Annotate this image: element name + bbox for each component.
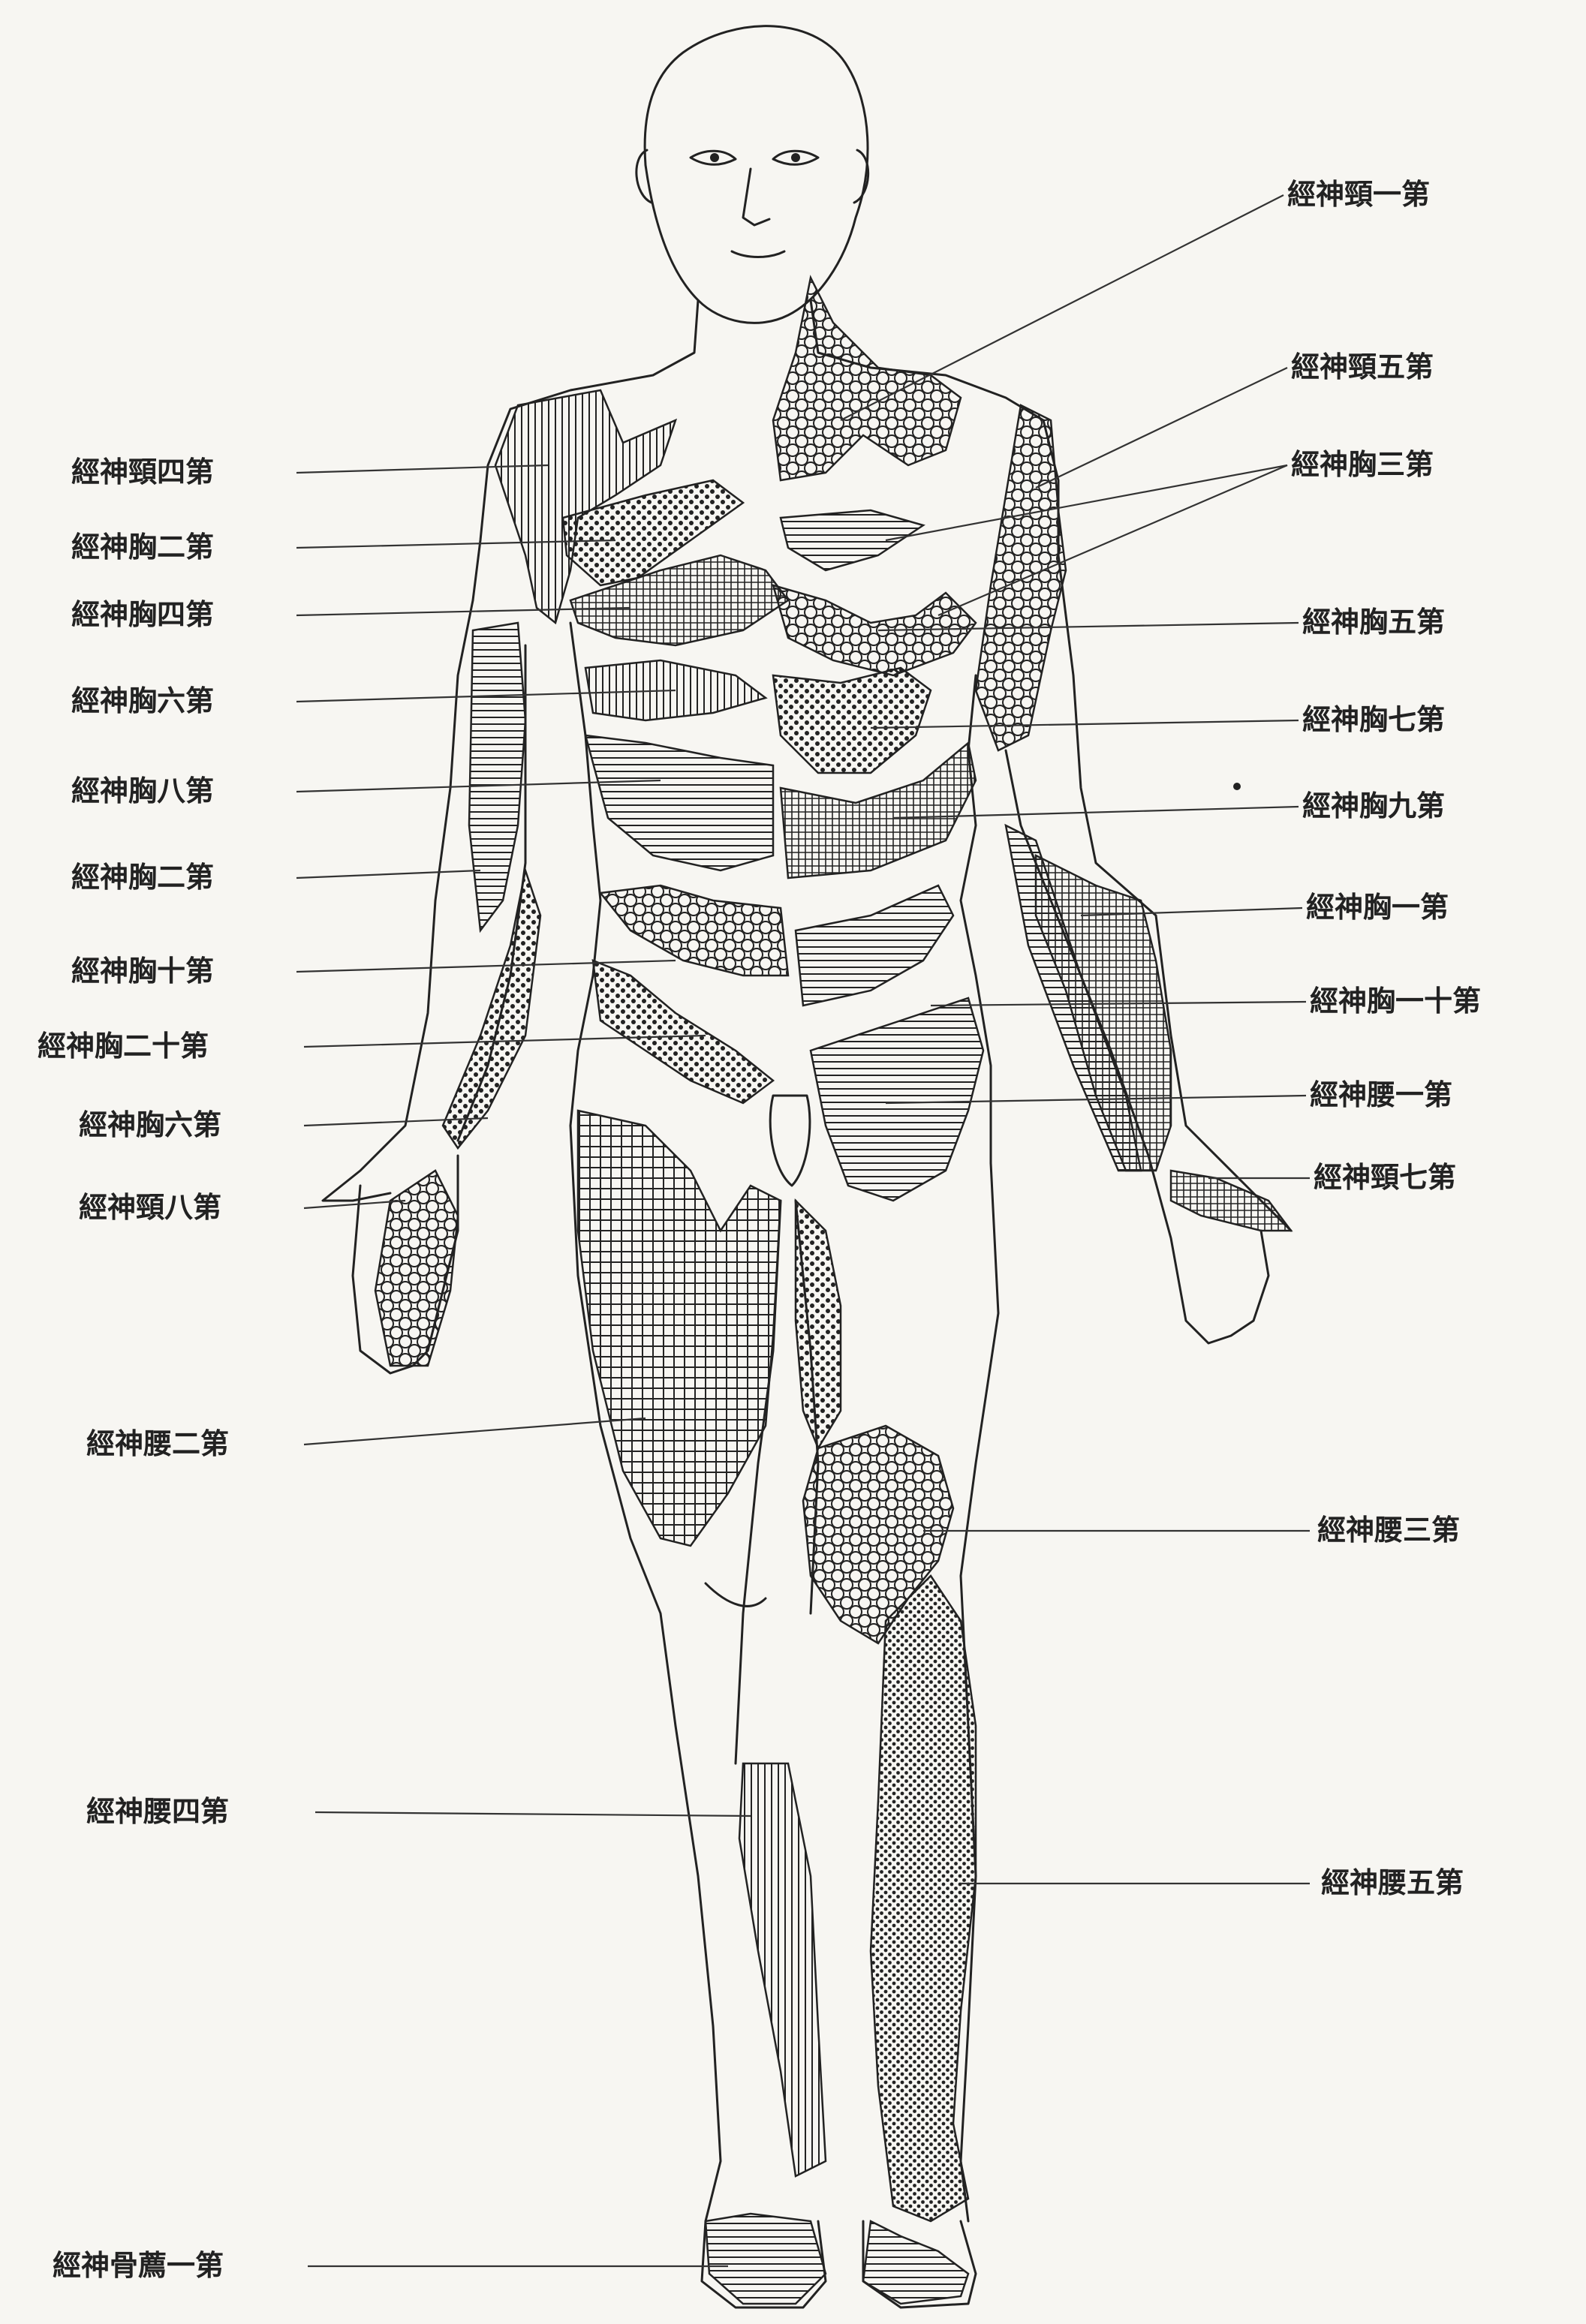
label-t1: 經神胸一第: [1306, 890, 1449, 924]
region-right-hand: [1171, 1171, 1291, 1231]
label-t6a: 經神胸六第: [71, 684, 214, 717]
label-t12: 經神胸二十第: [38, 1029, 209, 1063]
region-l3-strip: [796, 1201, 841, 1448]
right-pupil: [791, 153, 800, 162]
label-l4: 經神腰四第: [86, 1794, 229, 1828]
lead-l4: [315, 1812, 751, 1816]
label-t2b: 經神胸二第: [71, 860, 214, 894]
lead-c1: [841, 195, 1284, 420]
lead-t7: [871, 720, 1299, 728]
label-t9: 經神胸九第: [1302, 789, 1445, 822]
region-t3: [781, 510, 923, 570]
label-l1: 經神腰一第: [1310, 1078, 1452, 1111]
region-l5: [871, 1576, 976, 2221]
label-c1: 經神頸一第: [1287, 177, 1430, 211]
label-t6b: 經神胸六第: [79, 1108, 221, 1141]
region-t5: [773, 585, 976, 675]
head-outline: [645, 26, 868, 323]
mouth: [732, 251, 784, 257]
label-t5: 經神胸五第: [1302, 605, 1445, 639]
label-c8: 經神頸八第: [79, 1190, 221, 1224]
region-left-hand: [375, 1171, 458, 1366]
right-leg-outline: [961, 1163, 998, 2221]
region-t8: [585, 735, 773, 870]
label-t2a: 經神胸二第: [71, 530, 214, 564]
lead-l2: [304, 1418, 646, 1445]
label-c7: 經神頸七第: [1314, 1160, 1456, 1194]
knee-mark: [706, 1583, 766, 1606]
ears: [637, 150, 868, 203]
groin-outline: [770, 1096, 810, 1186]
lead-t3a: [886, 465, 1287, 540]
region-l2: [578, 1111, 781, 1546]
label-t4: 經神胸四第: [71, 597, 214, 631]
left-pupil: [710, 153, 719, 162]
speck: [1233, 783, 1241, 790]
region-l1: [811, 998, 983, 1201]
region-t11: [796, 885, 953, 1006]
label-t11: 經神胸一十第: [1310, 984, 1481, 1018]
label-s1: 經神骨薦一第: [53, 2248, 224, 2282]
region-t7: [773, 668, 931, 773]
label-t3: 經神胸三第: [1291, 447, 1434, 481]
lead-t3b: [938, 465, 1287, 615]
label-t8: 經神胸八第: [71, 774, 214, 807]
label-t7: 經神胸七第: [1302, 702, 1445, 736]
label-t10: 經神胸十第: [71, 954, 214, 988]
lead-t2b: [296, 870, 480, 878]
region-left-arm-t2: [469, 623, 525, 931]
region-t12: [593, 961, 773, 1103]
nose: [743, 169, 769, 225]
region-s1-left: [706, 2214, 826, 2304]
region-l4: [739, 1763, 826, 2176]
label-l3: 經神腰三第: [1317, 1513, 1460, 1547]
label-c4: 經神頸四第: [71, 455, 214, 489]
label-l2: 經神腰二第: [86, 1427, 229, 1460]
label-c5: 經神頸五第: [1291, 350, 1434, 383]
label-l5: 經神腰五第: [1321, 1866, 1464, 1899]
dermatome-regions: [375, 278, 1291, 2304]
lead-c5: [1036, 368, 1287, 488]
